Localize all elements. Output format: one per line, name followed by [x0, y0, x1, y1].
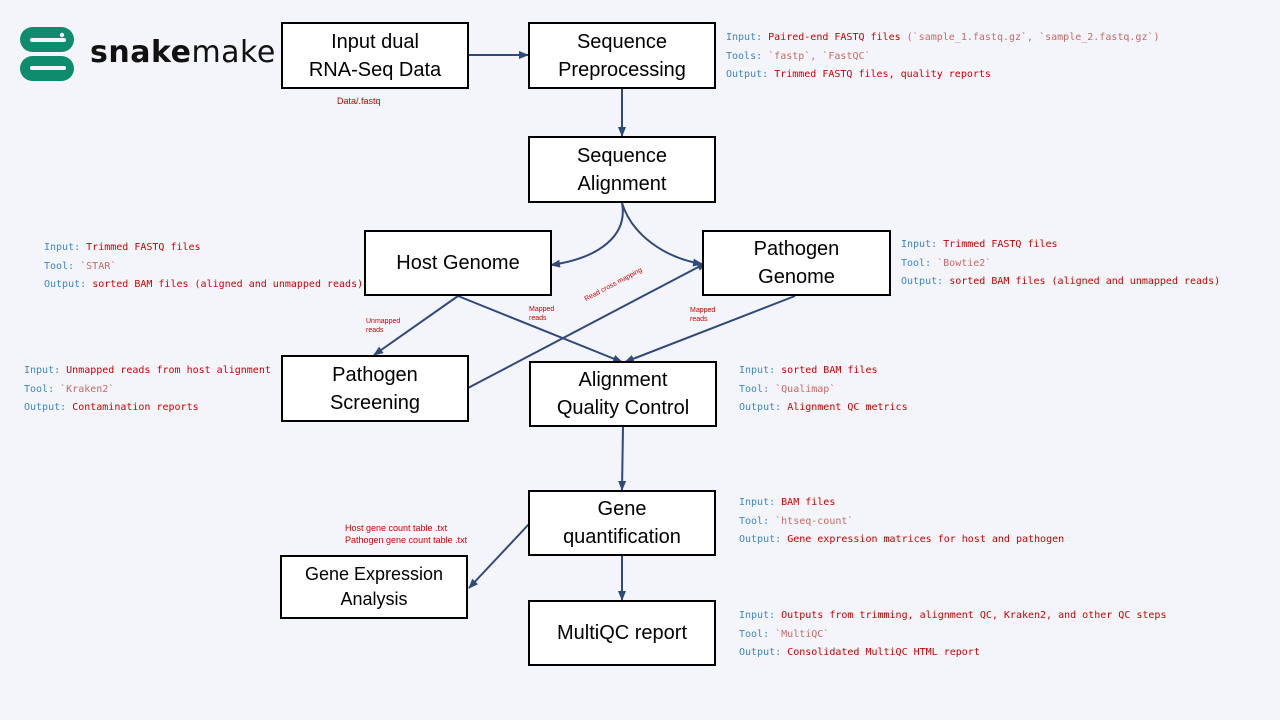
edge-quant-gea [468, 523, 530, 589]
annotation-alignment-qc: Input: sorted BAM files Tool: `Qualimap`… [739, 365, 908, 413]
annotation-pathogen-screening: Input: Unmapped reads from host alignmen… [24, 365, 271, 413]
edge-host-screen [373, 295, 459, 356]
node-multiqc-report: MultiQC report [528, 600, 716, 666]
logo-wordmark: snakemake [90, 35, 276, 70]
node-host-genome: Host Genome [364, 230, 552, 296]
snake-logo-icon [20, 27, 74, 81]
annotation-preprocessing: Input: Paired-end FASTQ files (`sample_1… [726, 32, 1160, 80]
snakemake-logo: snakemake [20, 27, 275, 83]
annotation-gene-quantification: Input: BAM files Tool: `htseq-count` Out… [739, 497, 1065, 545]
edge-screen-pathogen [467, 262, 707, 389]
annotation-pathogen-genome: Input: Trimmed FASTQ files Tool: `Bowtie… [901, 239, 1221, 287]
edge-aqc-quant [618, 426, 627, 491]
edge-pathogen-aqc [624, 295, 796, 363]
edge-host-aqc [457, 295, 623, 363]
label-data-fastq: Data/.fastq [337, 96, 381, 106]
annotation-host-genome: Input: Trimmed FASTQ files Tool: `STAR` … [44, 242, 364, 290]
annotation-multiqc: Input: Outputs from trimming, alignment … [739, 610, 1167, 658]
edge-align-pathogen [621, 202, 703, 267]
edge-align-host [550, 202, 624, 268]
